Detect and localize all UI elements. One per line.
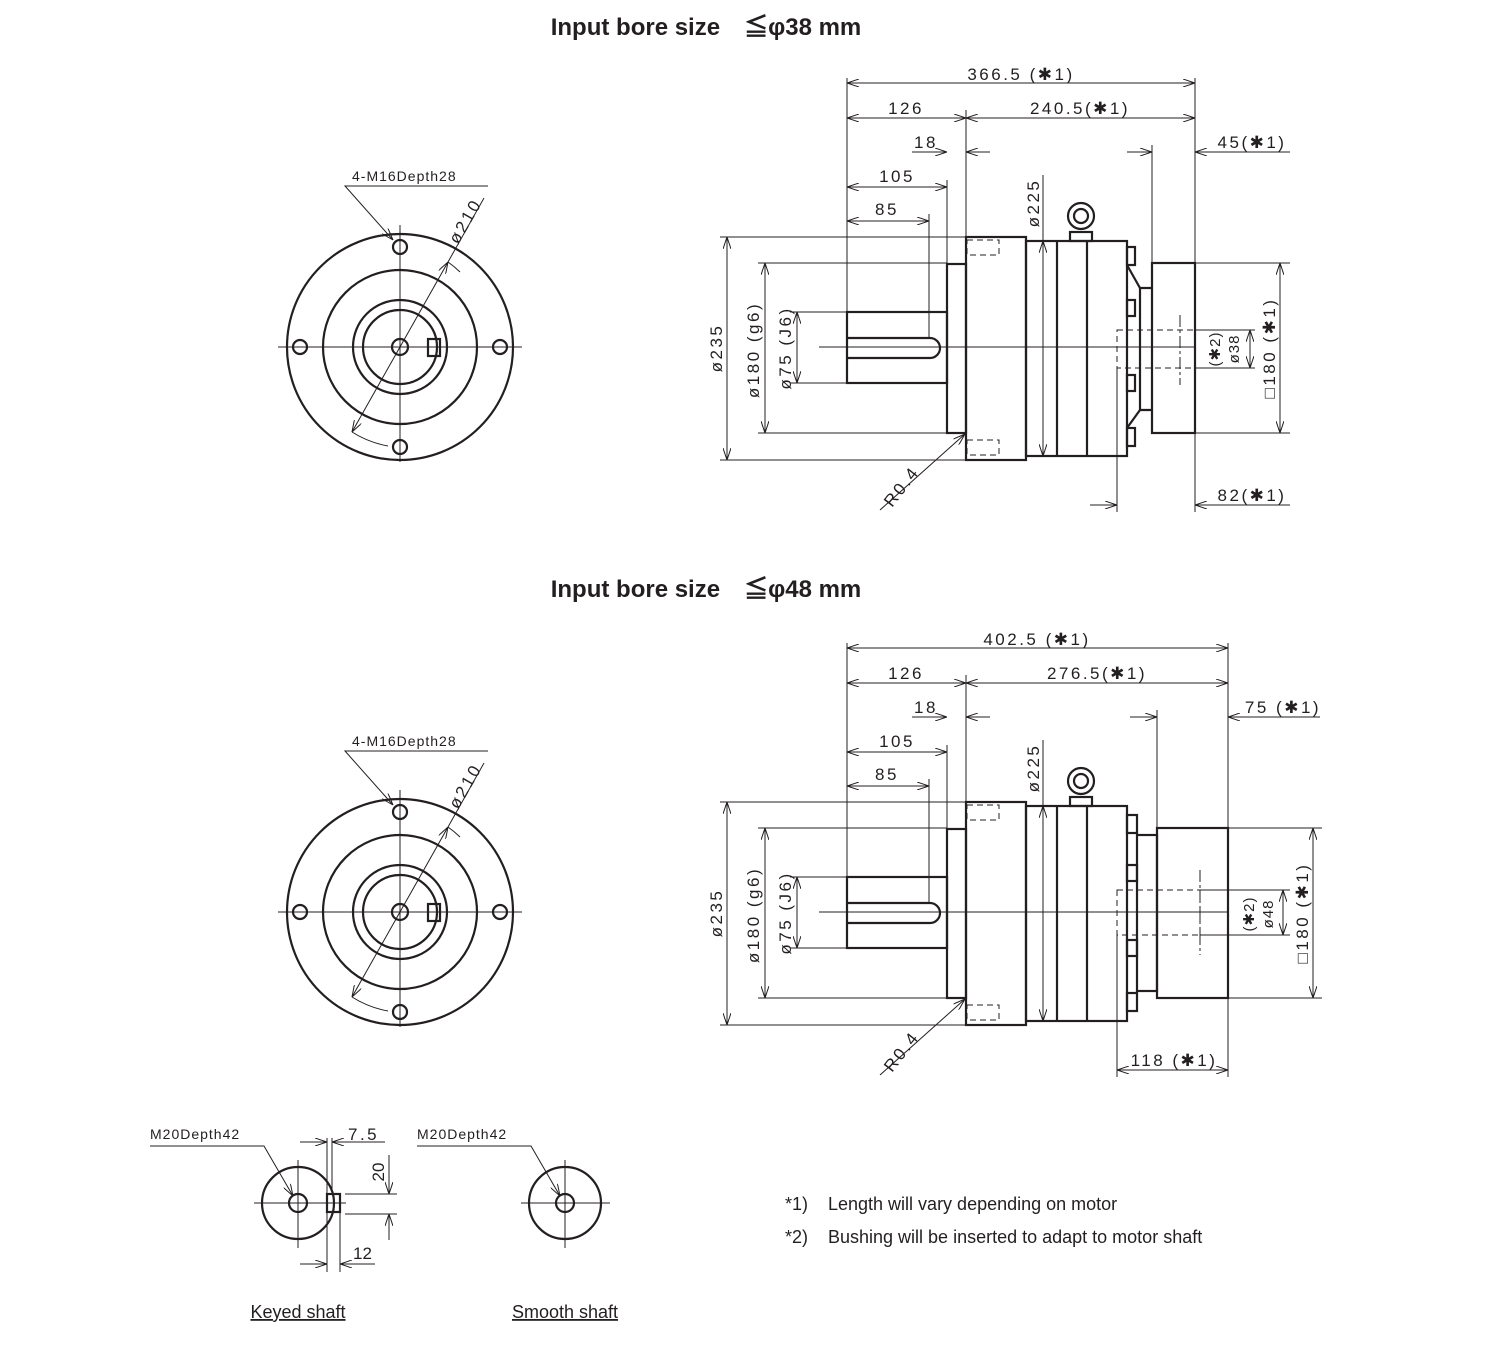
- keyed-tap-label: M20Depth42: [150, 1126, 240, 1142]
- notes: *1) Length will vary depending on motor …: [785, 1194, 1202, 1247]
- pcd-label: ø210: [445, 760, 486, 812]
- section-title: Input bore size ≦φ48 mm: [551, 575, 862, 603]
- flange-diameter: ø235: [707, 889, 726, 938]
- flange-diameter: ø235: [707, 324, 726, 373]
- bore-diameter: ø48: [1260, 900, 1277, 929]
- key-width: 7.5: [348, 1125, 379, 1144]
- body-diameter: ø225: [1024, 744, 1043, 793]
- note-mark: *1): [785, 1194, 808, 1214]
- square-size: □180 (✱1): [1260, 298, 1279, 399]
- section-38mm: Input bore size ≦φ38 mm ø210 4-M16Depth2…: [278, 13, 1290, 512]
- side-view: 366.5 (✱1) 126 240.5(✱1) 18 105 85 45(✱1…: [707, 65, 1290, 512]
- key-offset: 12: [353, 1244, 372, 1263]
- key-length: 85: [875, 200, 899, 219]
- shaft-length: 105: [879, 167, 915, 186]
- flange-thickness: 18: [914, 133, 938, 152]
- shaft-diameter: ø75 (J6): [776, 871, 795, 954]
- bore-depth: 82(✱1): [1218, 486, 1287, 505]
- bolt-label: 4-M16Depth28: [352, 168, 457, 184]
- keyed-shaft-caption: Keyed shaft: [250, 1302, 345, 1322]
- radius-label: R0.4: [880, 1028, 923, 1076]
- adapter-length: 45(✱1): [1218, 133, 1287, 152]
- section-title: Input bore size ≦φ38 mm: [551, 13, 862, 41]
- overall-length: 366.5 (✱1): [967, 65, 1074, 84]
- bore-note: (✱2): [1241, 897, 1258, 932]
- front-view: ø210 4-M16Depth28: [278, 168, 522, 462]
- key-height: 20: [369, 1163, 388, 1182]
- pcd-label: ø210: [445, 195, 486, 247]
- section-48mm: Input bore size ≦φ48 mm ø210 4-M16Depth2…: [278, 575, 1322, 1077]
- body-diameter: ø225: [1024, 179, 1043, 228]
- front-length: 126: [888, 664, 924, 683]
- keyed-shaft-view: M20Depth42 7.5 20 12 Keyed shaft: [150, 1125, 397, 1322]
- note-mark: *2): [785, 1227, 808, 1247]
- rear-length: 276.5(✱1): [1047, 664, 1147, 683]
- bore-depth: 118 (✱1): [1131, 1051, 1218, 1070]
- square-size: □180 (✱1): [1293, 863, 1312, 964]
- bolt-label: 4-M16Depth28: [352, 733, 457, 749]
- note-text: Length will vary depending on motor: [828, 1194, 1117, 1214]
- bore-diameter: ø38: [1226, 335, 1243, 364]
- pilot-diameter: ø180 (g6): [744, 867, 763, 963]
- bore-note: (✱2): [1207, 332, 1224, 367]
- smooth-shaft-caption: Smooth shaft: [512, 1302, 618, 1322]
- flange-thickness: 18: [914, 698, 938, 717]
- side-view: 402.5 (✱1) 126 276.5(✱1) 18 105 85 75 (✱…: [707, 630, 1322, 1077]
- radius-label: R0.4: [880, 463, 923, 511]
- smooth-shaft-view: M20Depth42 Smooth shaft: [417, 1126, 618, 1322]
- front-view: ø210 4-M16Depth28: [278, 733, 522, 1027]
- note-text: Bushing will be inserted to adapt to mot…: [828, 1227, 1202, 1247]
- pilot-diameter: ø180 (g6): [744, 302, 763, 398]
- adapter-length: 75 (✱1): [1245, 698, 1321, 717]
- rear-length: 240.5(✱1): [1030, 99, 1130, 118]
- front-length: 126: [888, 99, 924, 118]
- overall-length: 402.5 (✱1): [983, 630, 1090, 649]
- key-length: 85: [875, 765, 899, 784]
- shaft-length: 105: [879, 732, 915, 751]
- shaft-diameter: ø75 (J6): [776, 306, 795, 389]
- smooth-tap-label: M20Depth42: [417, 1126, 507, 1142]
